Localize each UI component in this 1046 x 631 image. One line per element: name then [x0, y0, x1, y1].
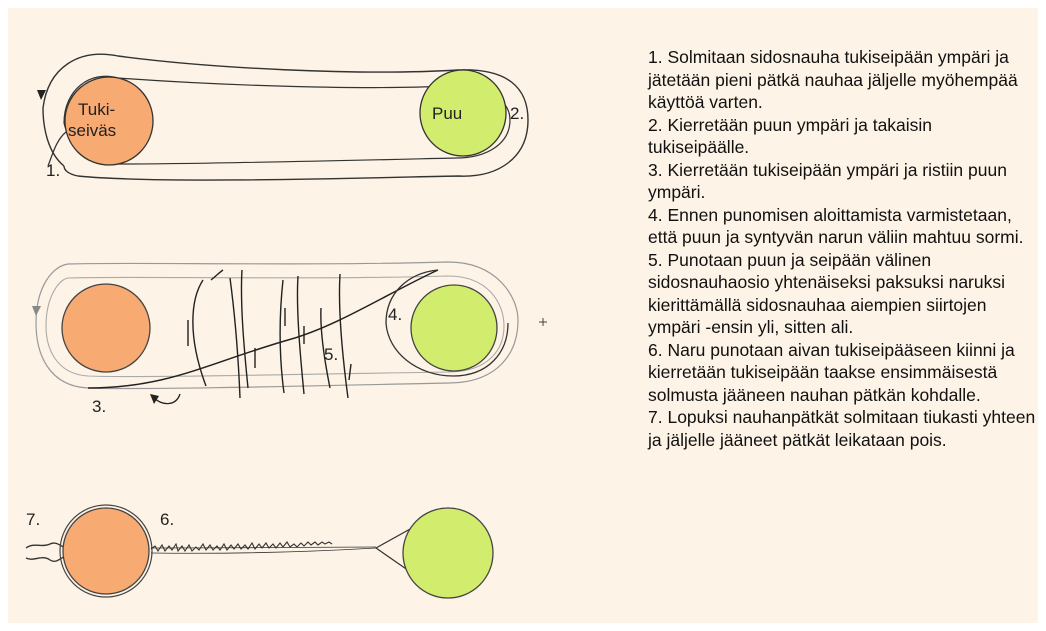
stake-label-line2: seiväs: [68, 121, 116, 140]
instruction-step-3: 3. Kierretään tukiseipään ympäri ja rist…: [648, 159, 1007, 203]
tree-circle: [419, 69, 507, 157]
instruction-step-4: 4. Ennen punomisen aloittamista varmiste…: [648, 204, 1024, 248]
step-label-6: 6.: [160, 510, 174, 529]
stage-1: Tuki- seiväs Puu 1. 2.: [37, 53, 529, 181]
step-label-3: 3.: [92, 397, 106, 416]
braided-cord: [150, 541, 333, 553]
return-arrow-head: [150, 394, 159, 404]
wrap-4: [320, 273, 349, 399]
instruction-list: 1. Solmitaan sidosnauha tukiseipään ympä…: [648, 46, 1038, 451]
step-label-5: 5.: [324, 345, 338, 364]
stake-label-line1: Tuki-: [78, 100, 115, 119]
stage-2: 3. 4. 5.: [32, 261, 547, 416]
instruction-step-2: 2. Kierretään puun ympäri ja takaisin tu…: [648, 114, 933, 158]
stake-circle: [64, 76, 154, 166]
tree-circle: [410, 284, 498, 372]
step-label-4: 4.: [388, 305, 402, 324]
stake-outer-ring: [59, 504, 153, 598]
cord-lines: [150, 546, 377, 554]
loop-outer-gray: [35, 261, 519, 390]
tying-diagram: Tuki- seiväs Puu 1. 2. 3. 4. 5.: [25, 53, 547, 599]
dash-marks: [187, 308, 352, 381]
instruction-step-7: 7. Lopuksi nauhanpätkät solmitaan tiukas…: [648, 407, 1036, 450]
arrow-head: [37, 90, 46, 100]
tie-loop-outer: [42, 53, 529, 181]
loose-ends: [25, 542, 67, 562]
return-arrow: [153, 393, 181, 405]
step-label-2: 2.: [510, 104, 524, 123]
instruction-step-6: 6. Naru punotaan aivan tukiseipääseen ki…: [648, 339, 1015, 405]
wrap-1: [192, 269, 224, 387]
stake-circle: [62, 507, 150, 595]
instruction-step-1: 1. Solmitaan sidosnauha tukiseipään ympä…: [648, 47, 1018, 112]
plus-mark: [539, 318, 547, 326]
wrap-3: [279, 275, 305, 395]
stake-circle: [61, 283, 151, 373]
figure-panel: Tuki- seiväs Puu 1. 2. 3. 4. 5.: [8, 8, 1038, 623]
instruction-step-5: 5. Punotaan puun ja seipään välinen sido…: [648, 249, 1006, 338]
tree-circle: [402, 507, 494, 599]
gray-arrow-head: [32, 306, 41, 316]
tree-wrap: [385, 269, 509, 377]
start-strand: [47, 131, 67, 167]
tree-label: Puu: [432, 104, 462, 123]
wrap-2: [229, 269, 249, 399]
step-label-1: 1.: [46, 161, 60, 180]
step-label-7: 7.: [26, 510, 40, 529]
cross-strand: [87, 269, 439, 389]
stage-3: 7. 6.: [25, 504, 494, 599]
loop-inner-gray: [45, 275, 505, 378]
tie-loop-inner: [63, 75, 511, 165]
